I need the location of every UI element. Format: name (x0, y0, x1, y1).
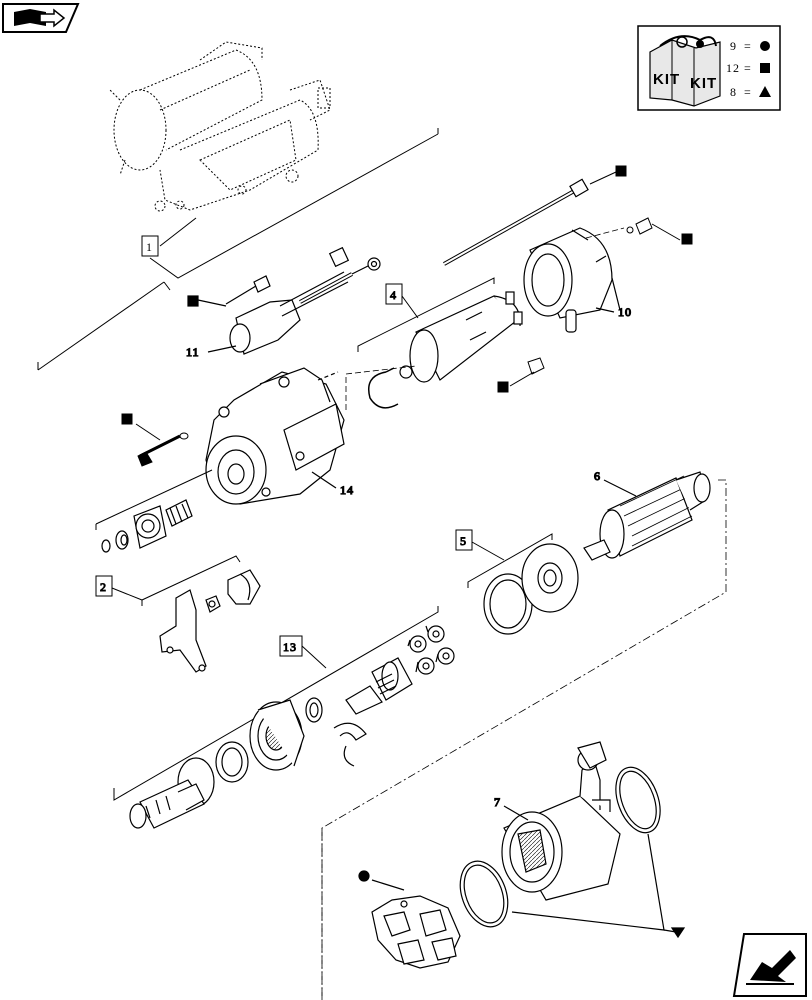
callout-6-label: 6 (594, 469, 601, 483)
callout-13-label: 13 (283, 640, 297, 654)
exit-arrow-icon (746, 950, 796, 985)
pinion-parts (101, 499, 193, 553)
circlip-ring (368, 367, 399, 409)
legend-row-square: 12 = (726, 61, 770, 75)
exit-nav-button[interactable] (732, 933, 807, 997)
legend-row-triangle: 8 = (730, 85, 771, 99)
shift-lever (159, 569, 261, 673)
book-nav-button[interactable] (2, 3, 80, 33)
legend-equals: = (744, 61, 752, 75)
small-bolt-solenoid (497, 357, 545, 393)
group-bracket-2: 2 (95, 555, 241, 606)
kit-box-icon: KIT KIT (649, 35, 721, 107)
group-bracket-1 (37, 128, 439, 371)
kit-word-right: KIT (690, 75, 717, 92)
legend-row-circle: 9 = (730, 39, 770, 53)
square-marker-icon (121, 413, 133, 425)
small-screw-top-right (626, 217, 693, 245)
legend-equals: = (744, 39, 752, 53)
housing-bolt (121, 413, 189, 467)
yoke-gaskets (459, 766, 686, 939)
triangle-marker-icon (670, 927, 686, 939)
through-bolt (443, 165, 627, 266)
drive-housing-part-14: 14 (205, 367, 354, 505)
callout-7-label: 7 (494, 795, 501, 809)
kit-word-left: KIT (653, 71, 680, 88)
callout-2-label: 2 (100, 580, 107, 594)
callout-4-label: 4 (390, 288, 397, 302)
square-marker-icon (615, 165, 627, 177)
square-marker-icon (187, 295, 199, 307)
dash-dot-frame (321, 479, 727, 1000)
callout-5-label: 5 (460, 534, 467, 548)
brush-plate (358, 870, 461, 969)
armature-part-6: 6 (583, 468, 711, 561)
legend-number-triangle: 8 (730, 85, 737, 99)
callout-11-label: 11 (186, 345, 200, 359)
callout-1: 1 (141, 217, 197, 257)
end-cover-part-10: 10 (523, 227, 632, 333)
internal-gear-housing (249, 699, 305, 771)
square-symbol-icon (760, 63, 770, 73)
circle-symbol-icon (760, 41, 770, 51)
triangle-symbol-icon (759, 86, 771, 97)
square-marker-icon (681, 233, 693, 245)
legend-number-square: 12 (726, 61, 740, 75)
dash-line (345, 365, 417, 410)
group-bracket-4: 4 (357, 277, 495, 352)
kit-legend: KIT KIT 9 = 12 = 8 = (637, 25, 781, 111)
callout-1-label: 1 (146, 240, 153, 254)
legend-equals: = (744, 85, 752, 99)
callout-14-label: 14 (340, 483, 354, 497)
book-arrow-icon (14, 8, 66, 28)
output-shaft-gear (305, 657, 413, 767)
pinion-group-bracket (95, 469, 213, 530)
dash-line (585, 227, 625, 239)
assembled-starter-motor (109, 41, 331, 212)
circle-marker-icon (358, 870, 370, 882)
group-bracket-5: 5 (455, 529, 553, 588)
drive-shaft (129, 741, 249, 829)
planetary-gears (407, 625, 455, 675)
brush-holder-parts (483, 543, 579, 635)
callout-10-label: 10 (618, 305, 632, 319)
square-marker-icon (497, 381, 509, 393)
yoke-part-7: 7 (493, 741, 621, 901)
solenoid-switch (399, 291, 523, 383)
legend-number-circle: 9 (730, 39, 737, 53)
solenoid-harness-part-11: 11 (185, 246, 381, 360)
